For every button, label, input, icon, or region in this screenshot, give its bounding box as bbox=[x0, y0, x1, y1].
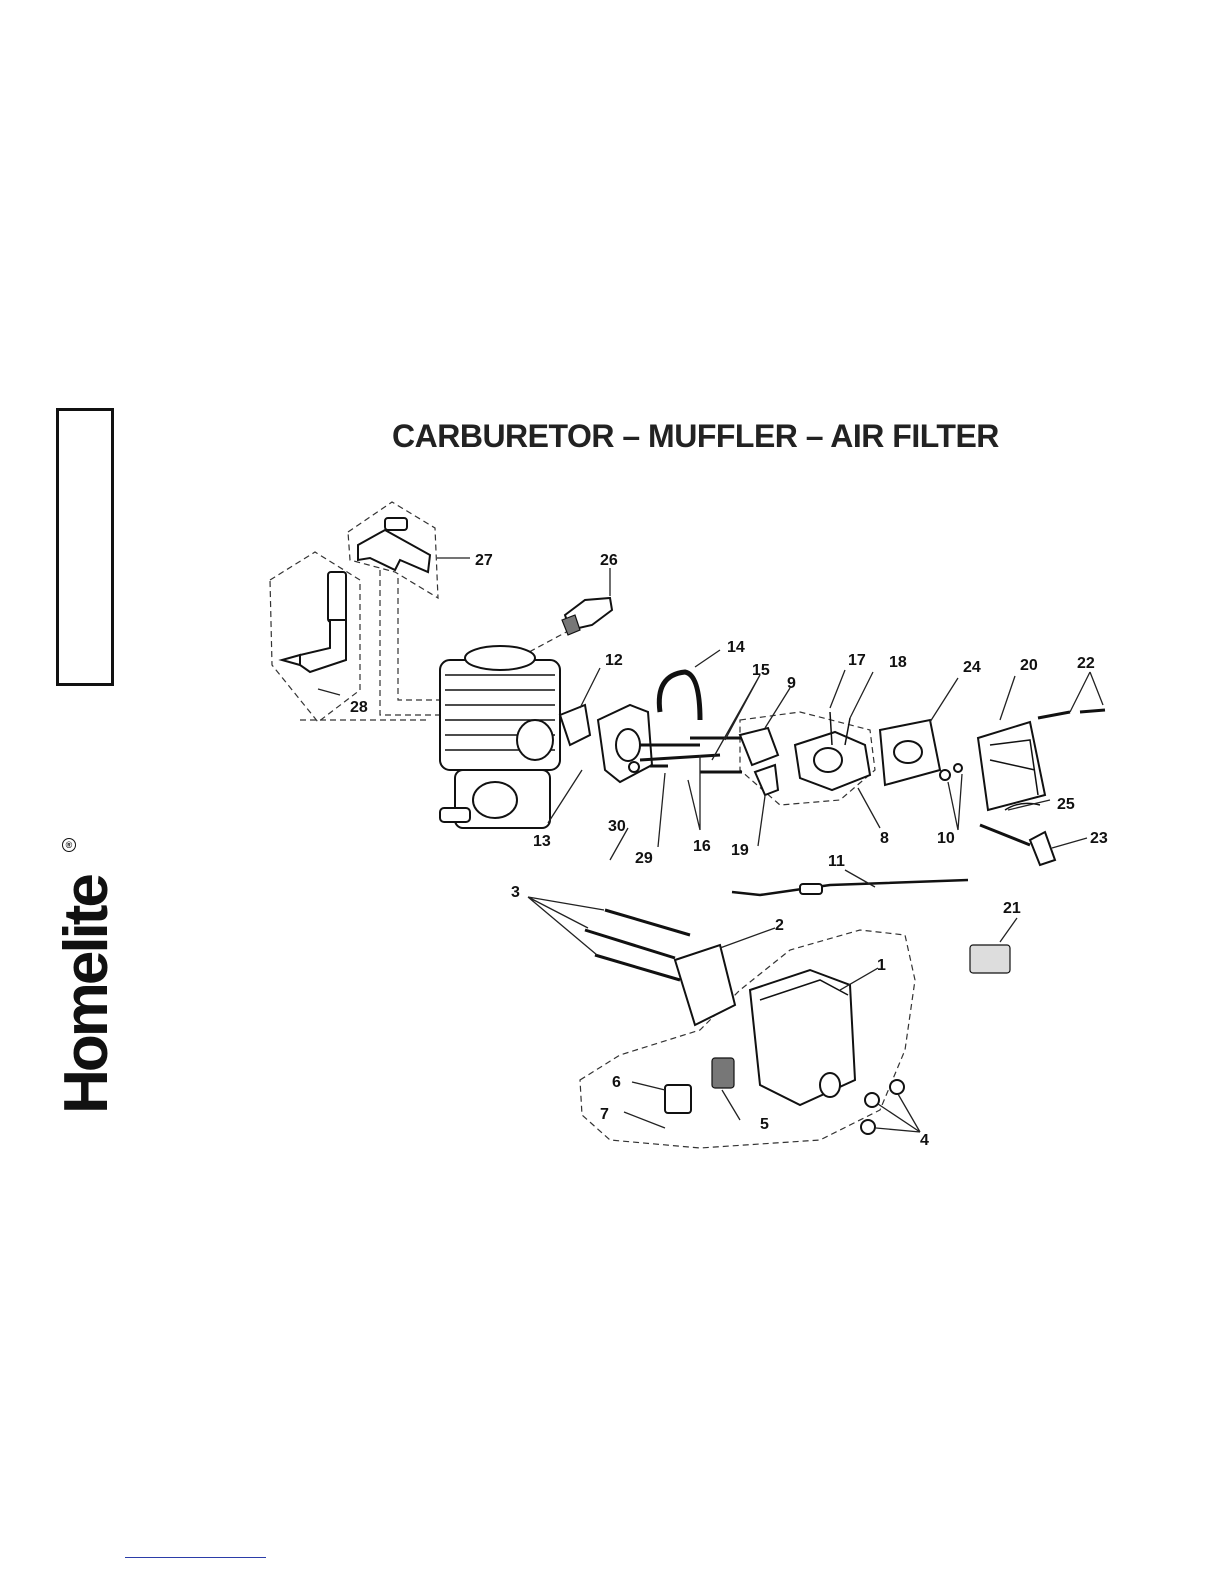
callout-4: 4 bbox=[920, 1132, 929, 1149]
callout-29: 29 bbox=[635, 850, 653, 867]
callout-2: 2 bbox=[775, 917, 784, 934]
choke-knob bbox=[1030, 832, 1055, 865]
carburetor-gasket bbox=[740, 728, 778, 765]
callout-13: 13 bbox=[533, 833, 551, 850]
muffler-nut bbox=[890, 1080, 904, 1094]
carburetor bbox=[795, 712, 870, 790]
callout-14: 14 bbox=[727, 639, 745, 656]
mounting-bracket bbox=[358, 518, 430, 572]
air-filter-adapter bbox=[880, 720, 940, 785]
connector-dashed-lines bbox=[300, 570, 440, 720]
manifold-port bbox=[616, 729, 640, 761]
muffler-gasket bbox=[675, 945, 735, 1025]
callout-9: 9 bbox=[787, 675, 796, 692]
air-filter-cover bbox=[978, 722, 1045, 810]
choke-rod bbox=[980, 825, 1030, 845]
muffler-nut bbox=[865, 1093, 879, 1107]
nut bbox=[940, 770, 950, 780]
callout-26: 26 bbox=[600, 552, 618, 569]
callout-17: 17 bbox=[848, 652, 866, 669]
footer-rule bbox=[125, 1557, 266, 1558]
callout-3: 3 bbox=[511, 884, 520, 901]
callout-8: 8 bbox=[880, 830, 889, 847]
callout-10: 10 bbox=[937, 830, 955, 847]
fuel-line bbox=[659, 672, 700, 720]
washer bbox=[629, 762, 639, 772]
callout-20: 20 bbox=[1020, 657, 1038, 674]
muffler-bolts bbox=[585, 910, 690, 980]
callout-15: 15 bbox=[752, 662, 770, 679]
callout-18: 18 bbox=[889, 654, 907, 671]
callout-12: 12 bbox=[605, 652, 623, 669]
spark-plug bbox=[562, 598, 612, 635]
throttle-rod bbox=[732, 880, 968, 895]
callout-5: 5 bbox=[760, 1116, 769, 1133]
callout-30: 30 bbox=[608, 818, 626, 835]
muffler bbox=[750, 970, 855, 1105]
callout-27: 27 bbox=[475, 552, 493, 569]
rod-connector bbox=[800, 884, 822, 894]
callout-23: 23 bbox=[1090, 830, 1108, 847]
callout-19: 19 bbox=[731, 842, 749, 859]
callout-22: 22 bbox=[1077, 655, 1095, 672]
muffler-nut bbox=[861, 1120, 875, 1134]
callout-1: 1 bbox=[877, 957, 886, 974]
callout-7: 7 bbox=[600, 1106, 609, 1123]
callout-16: 16 bbox=[693, 838, 711, 855]
throttle-lever bbox=[755, 765, 778, 795]
intake-gasket bbox=[560, 705, 590, 745]
spark-arrestor bbox=[665, 1085, 691, 1113]
filter-element bbox=[970, 945, 1010, 973]
nut bbox=[954, 764, 962, 772]
callout-11: 11 bbox=[828, 853, 845, 870]
callout-28: 28 bbox=[350, 699, 368, 716]
engine-cylinder bbox=[440, 646, 560, 828]
group-boundary-muffler bbox=[580, 930, 915, 1148]
callout-25: 25 bbox=[1057, 796, 1075, 813]
callout-6: 6 bbox=[612, 1074, 621, 1091]
cover-screws bbox=[1038, 710, 1105, 718]
muffler-screen bbox=[712, 1058, 734, 1088]
callout-24: 24 bbox=[963, 659, 981, 676]
callout-21: 21 bbox=[1003, 900, 1021, 917]
fuel-fitting bbox=[282, 572, 346, 672]
